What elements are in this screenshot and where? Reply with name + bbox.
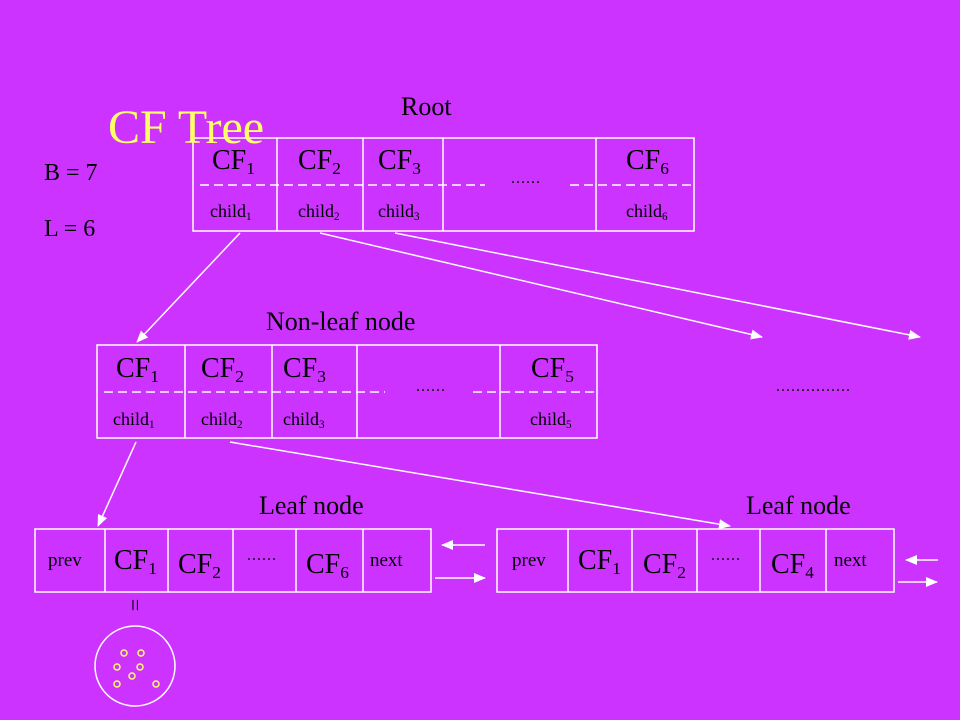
label-nonleaf: Non-leaf node [266,307,416,336]
nonleaf-cf-2: CF2 [201,353,244,386]
label-leaf-1: Leaf node [259,491,364,520]
leaf2-ellipsis: ...... [711,547,741,564]
root-cf-2: CF2 [298,145,341,178]
label-leaf-2: Leaf node [746,491,851,520]
nonleaf-child-2: child2 [201,409,243,432]
arrow-root-child3 [394,232,921,340]
leaf2-cf-2: CF2 [643,549,686,582]
cluster-points [113,649,160,688]
arrow-root-child2 [319,232,763,340]
far-ellipsis: ............... [776,378,851,395]
root-child-3: child3 [378,201,420,224]
leaf-node-2-box [496,528,895,593]
label-root: Root [401,92,452,121]
root-cf-6: CF6 [626,145,669,178]
root-child-2: child2 [298,201,340,224]
leaf2-prev: prev [512,550,546,571]
root-ellipsis: ...... [511,170,541,187]
leaf1-cf-6: CF6 [306,549,349,582]
leaf1-cf-1: CF1 [114,545,157,578]
leaf2-cf-4: CF4 [771,549,814,582]
nonleaf-child-3: child3 [283,409,325,432]
leaf1-prev: prev [48,550,82,571]
arrow-nonleaf-child2 [229,441,731,530]
root-cf-1: CF1 [212,145,255,178]
root-child-1: child1 [210,201,252,224]
param-l: L = 6 [44,216,96,242]
leaf2-cf-1: CF1 [578,545,621,578]
leaf1-next: next [370,550,403,571]
nonleaf-ellipsis: ...... [416,378,446,395]
nonleaf-cf-5: CF5 [531,353,574,386]
nonleaf-cf-3: CF3 [283,353,326,386]
nonleaf-child-1: child1 [113,409,155,432]
nonleaf-cf-1: CF1 [116,353,159,386]
leaf1-ellipsis: ...... [247,547,277,564]
leaf2-next: next [834,550,867,571]
arrow-nonleaf-child1 [97,441,137,527]
page-title: CF Tree [108,101,265,154]
root-cf-3: CF3 [378,145,421,178]
param-b: B = 7 [44,160,98,186]
arrow-root-child1 [136,232,241,343]
leaf1-cf-2: CF2 [178,549,221,582]
nonleaf-node-box [96,344,598,439]
equals-sign: = [123,598,149,612]
root-child-6: child6 [626,201,668,224]
nonleaf-child-5: child5 [530,409,572,432]
cluster-circle [94,625,176,707]
